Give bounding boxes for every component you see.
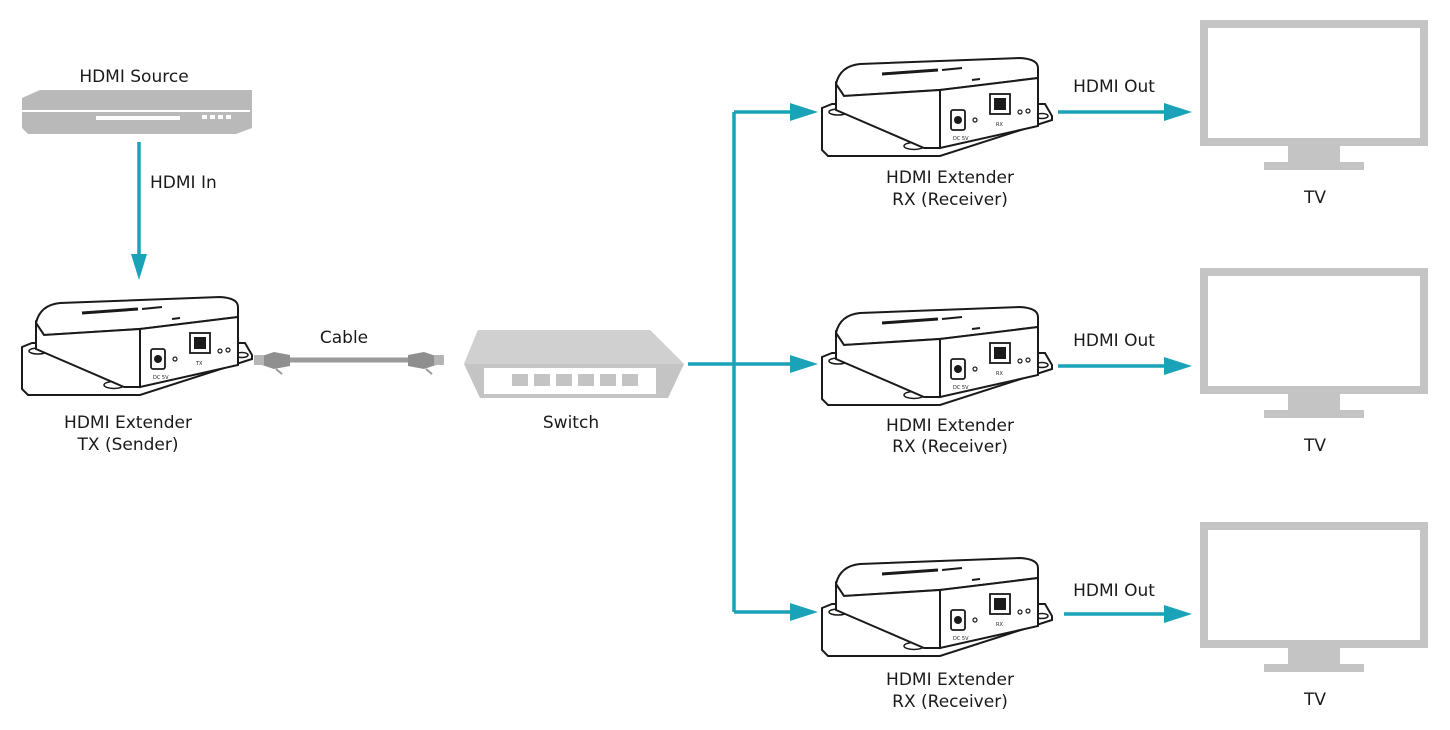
tv-monitor-icon [1204, 526, 1424, 672]
rx2-power-label: DC 5V [953, 385, 969, 391]
rx1-hdmi-out-arrowhead [1164, 103, 1192, 121]
tv1-label: TV [1303, 188, 1326, 208]
source-label: HDMI Source [79, 67, 188, 87]
tv3-label: TV [1303, 690, 1326, 710]
rx2-label-line2: RX (Receiver) [892, 437, 1008, 457]
rx3-hdmi-out-arrowhead [1164, 605, 1192, 623]
network-switch-icon [464, 330, 684, 398]
switch-label: Switch [543, 413, 599, 433]
rx3-label-line2: RX (Receiver) [892, 692, 1008, 712]
rx2-label-line1: HDMI Extender [886, 416, 1014, 436]
rx1-input-arrowhead [790, 103, 818, 121]
hdmi-in-arrowhead [131, 254, 147, 280]
rx2-hdmi-out-arrowhead [1164, 357, 1192, 375]
rx2-port-label: RX [996, 371, 1003, 377]
rx3-label-line1: HDMI Extender [886, 670, 1014, 690]
tv-monitor-icon [1204, 272, 1424, 418]
rx3-port-label: RX [996, 622, 1003, 628]
tv2-label: TV [1303, 436, 1326, 456]
rx3-hdmi-out-label: HDMI Out [1073, 581, 1155, 601]
hdmi-in-label: HDMI In [150, 173, 217, 193]
ethernet-cable-icon [254, 352, 444, 375]
tv-monitor-icon [1204, 24, 1424, 170]
hdmi-extender-box-icon: DC 5V RX [820, 305, 1054, 407]
dvd-player-icon [22, 90, 252, 134]
hdmi-extender-box-icon: DC 5V RX [820, 56, 1054, 158]
sender-label-line1: HDMI Extender [64, 413, 192, 433]
rx1-power-label: DC 5V [953, 136, 969, 142]
rx2-input-arrowhead [790, 355, 818, 373]
sender-power-label: DC 5V [153, 375, 169, 381]
rx1-label-line1: HDMI Extender [886, 168, 1014, 188]
sender-label-line2: TX (Sender) [77, 435, 179, 455]
rx3-input-arrowhead [790, 603, 818, 621]
network-distribution-lines [688, 110, 794, 614]
rx1-port-label: RX [996, 122, 1003, 128]
hdmi-extender-box-icon: DC 5V RX [820, 556, 1054, 658]
rx1-label-line2: RX (Receiver) [892, 190, 1008, 210]
rx1-hdmi-out-label: HDMI Out [1073, 77, 1155, 97]
cable-label: Cable [320, 328, 368, 348]
rx2-hdmi-out-label: HDMI Out [1073, 331, 1155, 351]
rx3-power-label: DC 5V [953, 636, 969, 642]
sender-port-label: TX [195, 361, 203, 367]
hdmi-extender-box-icon: DC 5V TX [20, 295, 254, 397]
